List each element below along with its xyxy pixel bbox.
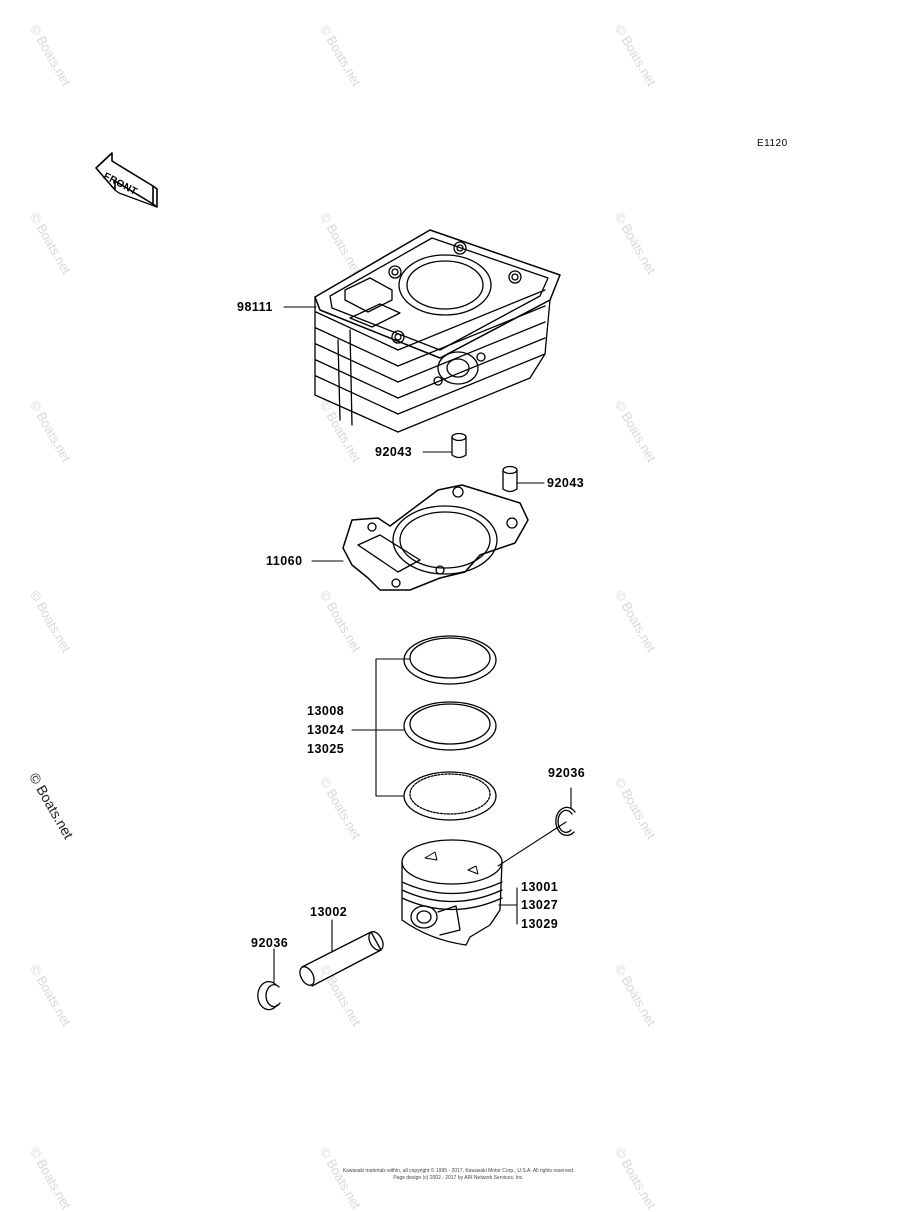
part-number-92043-right[interactable]: 92043 bbox=[547, 476, 585, 490]
footer-copyright: Kawasaki materials within, all copyright… bbox=[342, 1168, 575, 1174]
part-number-13001[interactable]: 13001 bbox=[521, 880, 559, 894]
part-number-13024[interactable]: 13024 bbox=[307, 723, 345, 737]
part-number-13029[interactable]: 13029 bbox=[521, 917, 559, 931]
part-number-98111[interactable]: 98111 bbox=[237, 300, 273, 314]
piston-pin-drawing bbox=[299, 931, 384, 987]
diagram-code: E1120 bbox=[757, 138, 788, 149]
leader-lines bbox=[273, 306, 572, 983]
dowel-pin-left-drawing bbox=[451, 432, 467, 459]
part-number-92043-left[interactable]: 92043 bbox=[375, 445, 413, 459]
part-number-13008[interactable]: 13008 bbox=[307, 704, 345, 718]
part-number-13025[interactable]: 13025 bbox=[307, 742, 345, 756]
footer-credit: Page design (c) 2002 - 2017 by ARI Netwo… bbox=[393, 1175, 524, 1181]
part-number-11060[interactable]: 11060 bbox=[266, 554, 303, 568]
gasket-drawing bbox=[342, 484, 529, 591]
part-number-13027[interactable]: 13027 bbox=[521, 898, 559, 912]
dowel-pin-right-drawing bbox=[502, 465, 518, 493]
part-number-92036-right[interactable]: 92036 bbox=[548, 766, 586, 780]
snap-ring-right-drawing bbox=[555, 806, 576, 836]
part-number-92036-left[interactable]: 92036 bbox=[251, 936, 289, 950]
cylinder-drawing bbox=[314, 229, 561, 433]
part-number-13002[interactable]: 13002 bbox=[310, 905, 348, 919]
front-arrow-icon bbox=[95, 152, 158, 208]
piston-drawing bbox=[401, 839, 503, 946]
snap-ring-left-drawing bbox=[257, 981, 281, 1011]
piston-rings-drawing bbox=[403, 635, 497, 821]
